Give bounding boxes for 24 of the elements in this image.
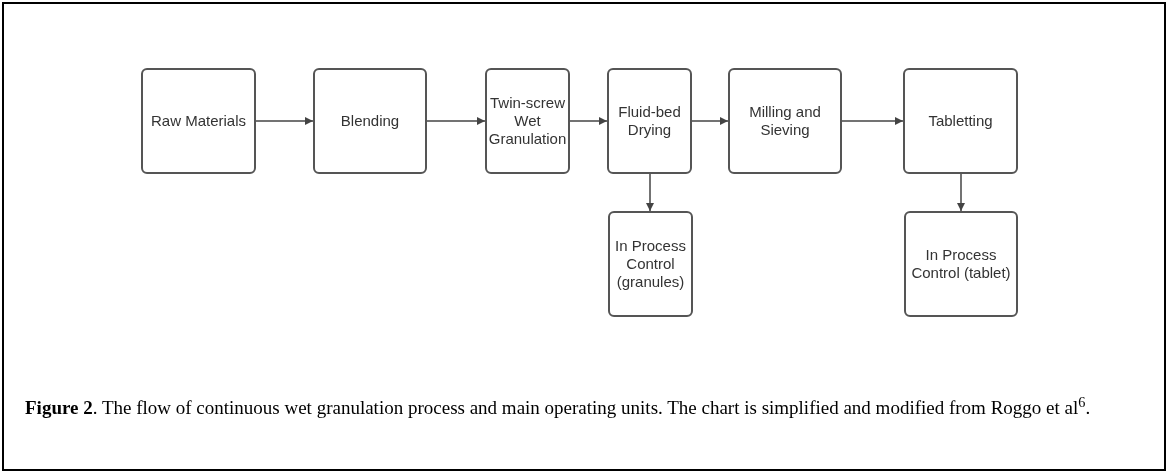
arrow [646, 173, 654, 212]
box-label: Blending [340, 112, 400, 130]
box-label: Fluid-bed Drying [617, 103, 682, 139]
process-box [141, 68, 256, 174]
arrow [426, 117, 486, 125]
box-label: In Process Control (tablet) [910, 246, 1012, 282]
process-box [728, 68, 842, 174]
process-box [485, 68, 570, 174]
process-box [903, 68, 1018, 174]
process-box [313, 68, 427, 174]
arrow [841, 117, 904, 125]
arrow [957, 173, 965, 212]
figure-caption: Figure 2. The flow of continuous wet granulation process and main operating units. The chart is simplified and modified from Roggo et al$^{6}$. [25, 396, 1092, 420]
process-box [607, 68, 692, 174]
box-label: Twin-screw Wet Granulation [488, 94, 567, 148]
box-label: Milling and Sieving [748, 103, 822, 139]
box-label: Tabletting [928, 112, 993, 130]
box-label: In Process Control (granules) [614, 237, 687, 291]
process-box [608, 211, 693, 317]
arrow [569, 117, 608, 125]
box-label: Raw Materials [151, 112, 246, 130]
arrow [255, 117, 314, 125]
arrow [691, 117, 729, 125]
process-box [904, 211, 1018, 317]
